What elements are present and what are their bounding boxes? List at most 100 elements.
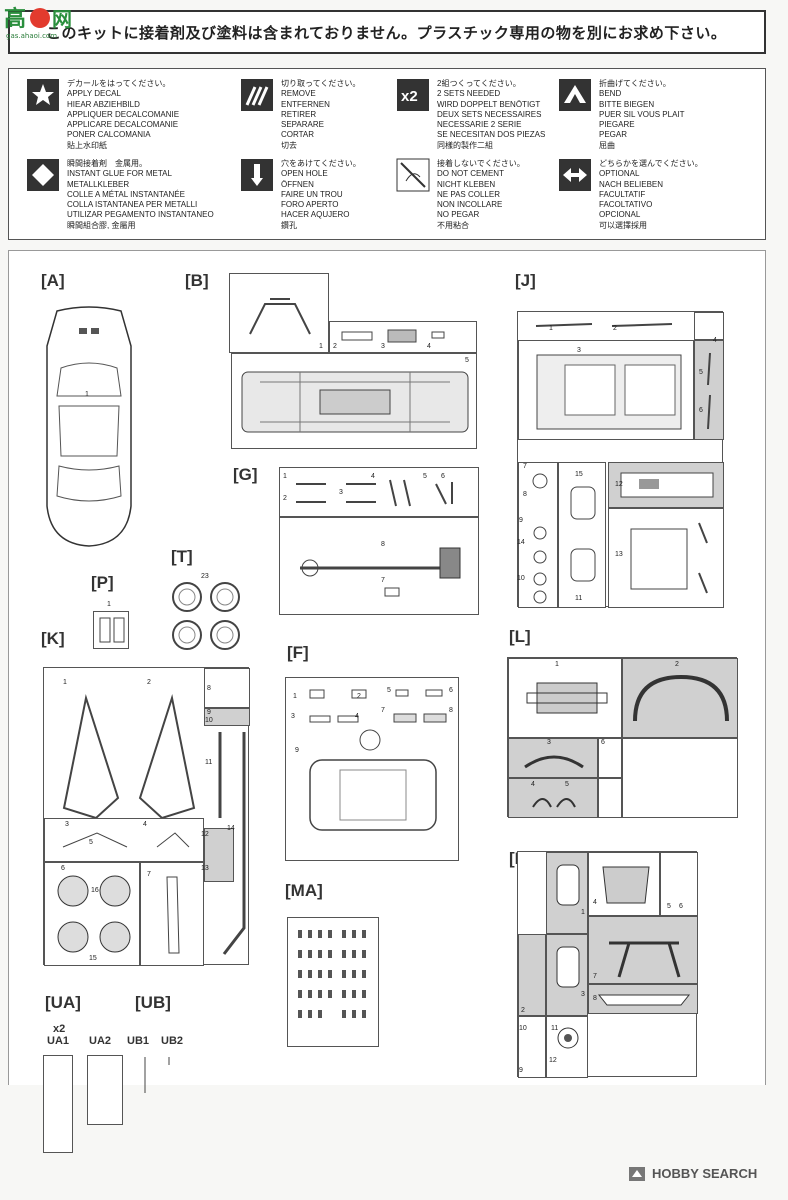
part-number: 6 <box>699 407 703 414</box>
part-number: 5 <box>423 473 427 480</box>
part-number: 6 <box>441 473 445 480</box>
suspension-drawing <box>609 941 681 978</box>
interior-tub-frame <box>518 340 694 440</box>
part-number: 9 <box>295 747 299 754</box>
part-number: 2 <box>333 343 337 350</box>
rail-box <box>518 934 546 1016</box>
bumper-box <box>508 738 598 778</box>
part-number: 14 <box>227 825 235 832</box>
fender-flare-drawing <box>633 674 729 722</box>
part-number: 2 <box>613 325 617 332</box>
part-number: 3 <box>65 821 69 828</box>
sprue-label-ub: [UB] <box>135 993 171 1012</box>
part-number: 1 <box>107 601 111 608</box>
legend-text: どちらかを選んでください。 OPTIONAL NACH BELIEBEN FAC… <box>599 159 703 230</box>
part-number: 6 <box>679 903 683 910</box>
part-drawing <box>602 866 650 904</box>
part-label-ua1: UA1 <box>47 1035 70 1047</box>
part-number: 11 <box>575 595 583 602</box>
part-number: 11 <box>551 1025 559 1032</box>
seat-box-1 <box>546 852 588 934</box>
star-icon <box>27 79 59 111</box>
sprue-b-chassis-frame <box>231 353 477 449</box>
part-number: 1 <box>549 325 553 332</box>
ub-parts-drawing <box>144 1057 170 1093</box>
sprue-j-gray-side <box>694 340 724 440</box>
optional-icon <box>559 159 591 191</box>
part-drawing <box>597 994 691 1006</box>
legend-item-instant-glue: 瞬間接着剤 金属用。 INSTANT GLUE FOR METAL METALL… <box>27 159 214 230</box>
sprue-k-wheels <box>44 862 140 966</box>
sprue-j-corner <box>694 312 724 340</box>
part-number: 3 <box>291 713 295 720</box>
part-number: 4 <box>355 713 359 720</box>
part-number: 3 <box>547 739 551 746</box>
sprue-k-box8 <box>204 668 250 708</box>
part-drawing <box>166 876 180 954</box>
part-label-ub1: UB1 <box>127 1035 150 1047</box>
sprue-label-k: [K] <box>41 629 65 648</box>
ua1-part <box>43 1055 73 1153</box>
seat-drawing <box>570 486 596 582</box>
sprue-label-ua: [UA] <box>45 993 81 1012</box>
part-number: 12 <box>201 831 209 838</box>
do-not-cement-icon <box>396 158 430 192</box>
small-box-e11 <box>546 1016 588 1078</box>
hobby-search-logo-icon <box>629 1167 645 1181</box>
mirror-box <box>508 778 598 818</box>
legend-item-apply-decal: デカールをはってください。 APPLY DECAL HIEAR ABZIEHBI… <box>27 79 207 150</box>
part-drawing <box>99 617 125 643</box>
part-drawing <box>62 832 190 848</box>
parts-sheet: [A] 1 [B] 1 2 3 4 5 [G] 1 2 3 4 5 6 <box>8 250 766 1153</box>
part-drawing <box>249 298 311 335</box>
part-number: 1 <box>555 661 559 668</box>
tire-set-drawing <box>172 582 240 650</box>
bumper-box-e <box>588 984 698 1014</box>
chassis-drawing <box>241 371 469 433</box>
legend-text: 折曲げてください。 BEND BITTE BIEGEN PUER SIL VOU… <box>599 79 685 150</box>
part-drawing <box>707 352 711 430</box>
part-number: 8 <box>207 685 211 692</box>
part-number: 5 <box>699 369 703 376</box>
part-number: 4 <box>427 343 431 350</box>
part-number: 8 <box>523 491 527 498</box>
part-number: 5 <box>89 839 93 846</box>
svg-text:高: 高 <box>4 6 26 32</box>
part-drawing <box>524 755 584 769</box>
legend-item-2-sets: x2 2組つくってください。 2 SETS NEEDED WIRD DOPPEL… <box>397 79 577 150</box>
photo-etch-parts-drawing <box>298 930 366 1018</box>
sprue-label-ma: [MA] <box>285 881 323 900</box>
sprue-label-b: [B] <box>185 271 209 290</box>
part-number: 4 <box>593 899 597 906</box>
part-drawing <box>532 798 576 808</box>
sprue-f-frame <box>285 677 459 861</box>
gauges-drawing <box>532 473 548 604</box>
sprue-l-frame <box>507 657 738 818</box>
interior-tub-drawing <box>536 354 682 430</box>
empty-box <box>622 738 738 818</box>
part-number: 1 <box>85 391 89 398</box>
part-number: 4 <box>371 473 375 480</box>
cut-off-icon <box>241 79 273 111</box>
sprue-g-frame-bottom <box>279 517 479 615</box>
part-number: 9 <box>519 517 523 524</box>
exhaust-pipe-drawing <box>218 732 246 955</box>
svg-text:网: 网 <box>52 7 72 31</box>
part-number: 3 <box>581 991 585 998</box>
part-number: 16 <box>91 887 99 894</box>
svg-text:x2: x2 <box>401 88 418 105</box>
part-number: 5 <box>387 687 391 694</box>
part-number: 8 <box>381 541 385 548</box>
symbol-legend: デカールをはってください。 APPLY DECAL HIEAR ABZIEHBI… <box>8 68 766 240</box>
seat-drawing <box>556 864 580 906</box>
sprue-label-f: [F] <box>287 643 309 662</box>
sprue-label-l: [L] <box>509 627 531 646</box>
part-number: 9 <box>207 709 211 716</box>
small-box-6b <box>598 778 622 818</box>
wiper-box <box>660 852 698 916</box>
sprue-label-j: [J] <box>515 271 536 290</box>
notice-text: このキットに接着剤及び塗料は含まれておりません。プラスチック専用の物を別にお求め… <box>46 24 727 42</box>
legend-text: デカールをはってください。 APPLY DECAL HIEAR ABZIEHBI… <box>67 79 180 150</box>
sprue-k-gray12 <box>204 828 234 882</box>
sprue-label-t: [T] <box>171 547 193 566</box>
